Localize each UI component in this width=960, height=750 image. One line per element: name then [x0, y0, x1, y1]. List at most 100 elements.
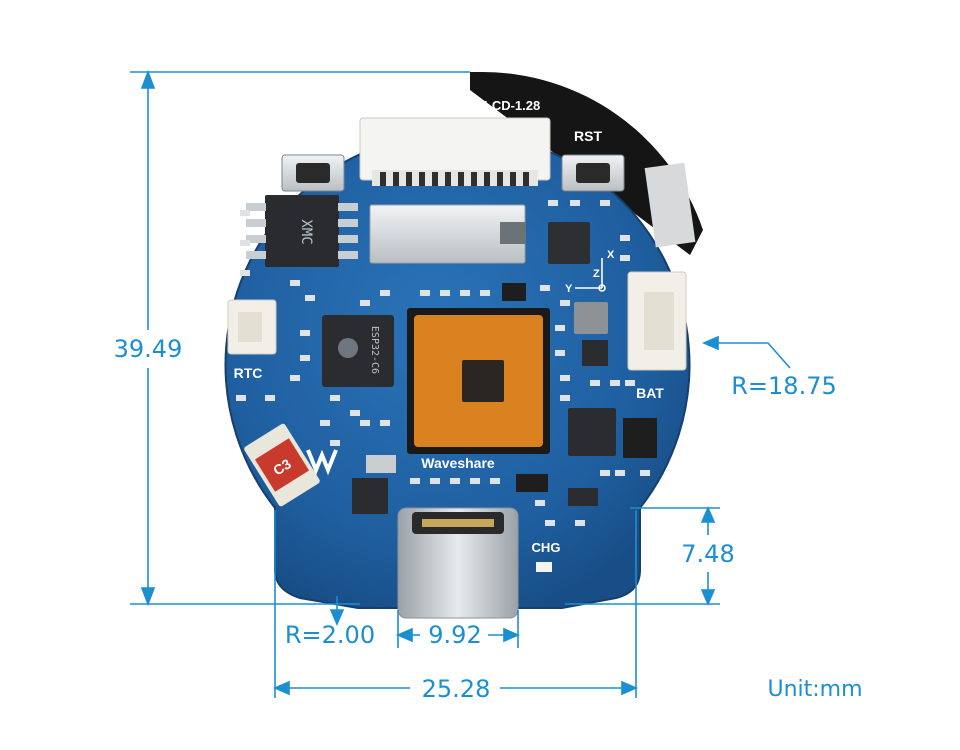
smd-part: [560, 300, 570, 306]
axis-y-label: Y: [565, 283, 573, 295]
smd-part: [545, 520, 555, 526]
usb-width-arrow-right: [503, 627, 521, 643]
fpc-pin: [471, 172, 477, 186]
unit-label: Unit:mm: [767, 677, 862, 702]
smd-part: [360, 300, 370, 306]
smd-part: [330, 440, 340, 446]
bat-label: BAT: [636, 385, 664, 401]
smd-part: [305, 295, 315, 301]
usb-height-arrow-top: [700, 505, 716, 523]
corner-radius-arrow: [329, 609, 345, 627]
mcu-chip-label: ESP32-C6: [369, 326, 380, 374]
flash-chip-label: XMC: [298, 219, 314, 244]
smd-part: [320, 420, 330, 426]
smd-part: [290, 375, 300, 381]
smd-part: [410, 478, 420, 484]
cap-c3: [244, 423, 320, 507]
smd-part: [430, 478, 440, 484]
smd-part: [480, 290, 490, 296]
smd-part: [265, 395, 275, 401]
ldo-chip: [352, 478, 388, 514]
usb-height-arrow-bottom: [700, 589, 716, 607]
boot-button[interactable]: [281, 154, 345, 192]
fpc-pin: [406, 172, 412, 186]
imu-axes: [575, 258, 606, 292]
fpc-pin: [458, 172, 464, 186]
smd-part: [600, 200, 610, 206]
height-arrow-top: [140, 69, 156, 89]
board-model-label: ESP32-C6-Touch-LCD-1.28: [376, 98, 540, 113]
radius-arrow: [701, 335, 719, 351]
smd-part: [300, 330, 310, 336]
smd-part: [240, 270, 250, 276]
usb-width-label: 9.92: [428, 621, 481, 649]
rst-button[interactable]: [561, 154, 625, 192]
imu-chip: [548, 222, 590, 264]
bottom-width-arrow-left: [272, 680, 290, 696]
height-label: 39.49: [114, 335, 183, 363]
fpc-pin: [510, 172, 516, 186]
smd-part: [625, 380, 635, 386]
fpc-connector: [359, 117, 551, 186]
bat-connector: [627, 271, 687, 371]
corner-radius-label: R=2.00: [285, 621, 375, 649]
smd-part: [236, 395, 246, 401]
smd-part: [615, 470, 625, 476]
shield-can: [369, 204, 526, 264]
smd-part: [620, 235, 630, 241]
smd-part: [240, 210, 250, 216]
smd-part: [300, 355, 310, 361]
smd-part: [290, 280, 300, 286]
touch-area: [407, 308, 550, 454]
smd-part: [560, 395, 570, 401]
brand-label: Waveshare: [421, 455, 495, 471]
smd-part: [560, 375, 570, 381]
rtc-label: RTC: [234, 365, 263, 381]
charge-chip: [582, 340, 608, 366]
fpc-pin: [497, 172, 503, 186]
axis-z-label: Z: [593, 268, 600, 280]
waveshare-logo: [306, 449, 338, 476]
rst-label: RST: [574, 128, 602, 144]
smd-part: [360, 420, 370, 426]
crystal: [366, 455, 396, 473]
fpc-pin: [432, 172, 438, 186]
rtc-connector: [227, 299, 277, 355]
height-arrow-bottom: [140, 587, 156, 607]
small-chip: [502, 283, 526, 301]
smd-part: [240, 240, 250, 246]
smd-part: [450, 478, 460, 484]
smd-part: [350, 410, 360, 416]
rtc-plus: +: [213, 339, 221, 355]
charge-led: [536, 562, 552, 572]
pmic-chip: [568, 408, 616, 456]
flash-chip: XMC: [246, 195, 358, 267]
flex-strip: [644, 162, 696, 248]
smd-part: [570, 200, 580, 206]
bottom-width-arrow-right: [621, 680, 639, 696]
smd-part: [380, 290, 390, 296]
smd-part: [420, 290, 430, 296]
radius-leader: [712, 342, 791, 369]
smd-part: [620, 255, 630, 261]
usb-c-connector: [397, 507, 519, 619]
smd-part: [610, 380, 620, 386]
fpc-pin: [380, 172, 386, 186]
sot-chip: [568, 488, 598, 506]
smd-part: [460, 290, 470, 296]
smd-part: [490, 478, 500, 484]
smd-part: [380, 420, 390, 426]
smd-part: [470, 478, 480, 484]
smd-part: [575, 520, 585, 526]
fpc-pin: [484, 172, 490, 186]
usb-width-arrow-left: [395, 627, 413, 643]
smd-part: [555, 325, 565, 331]
smd-part: [548, 200, 558, 206]
smd-part: [555, 350, 565, 356]
smd-part: [535, 500, 545, 506]
chg-label: CHG: [532, 540, 561, 555]
fpc-pin: [393, 172, 399, 186]
radius-main-label: R=18.75: [731, 372, 837, 400]
smd-part: [440, 290, 450, 296]
